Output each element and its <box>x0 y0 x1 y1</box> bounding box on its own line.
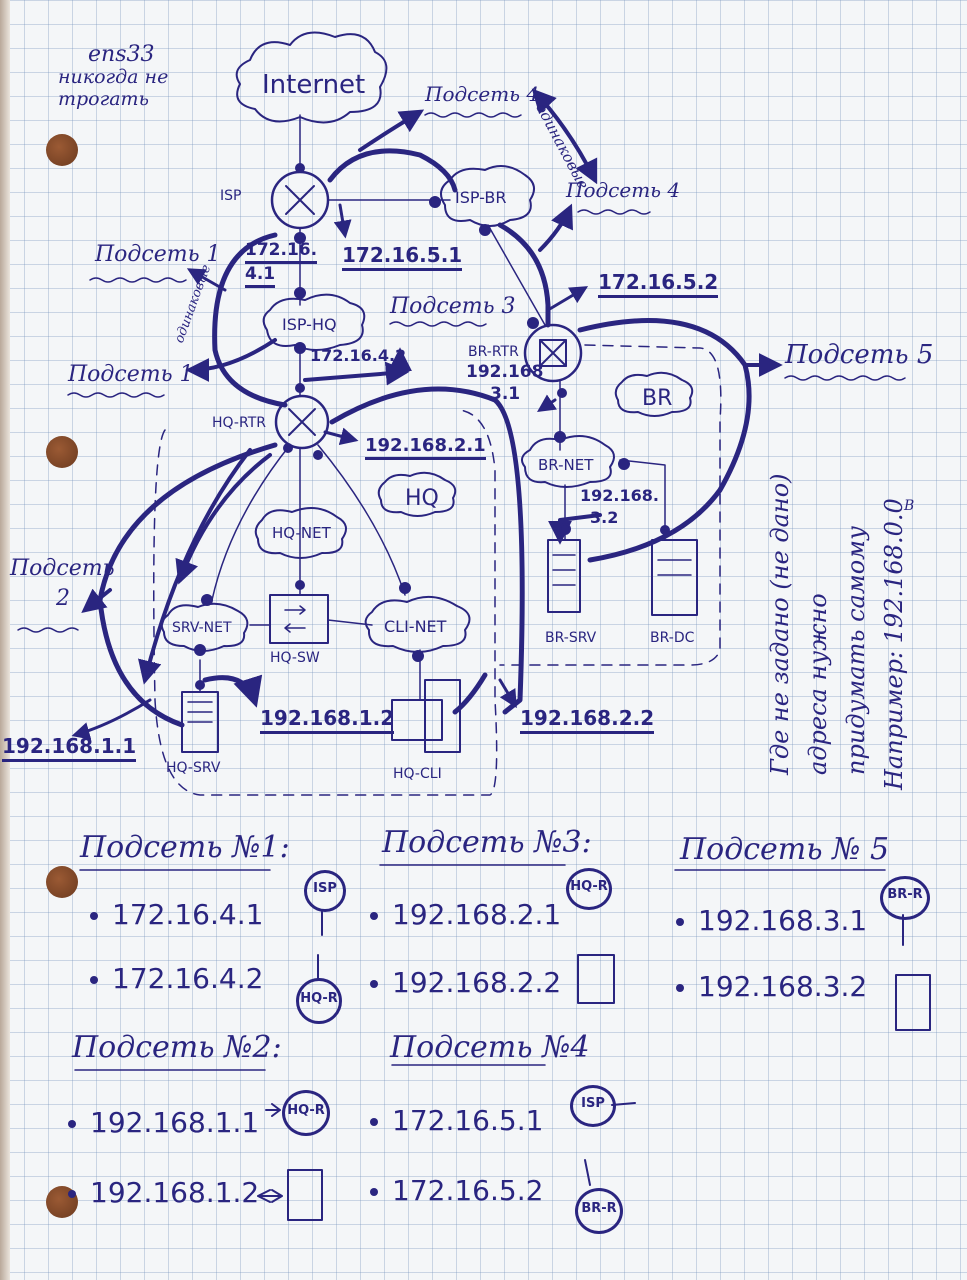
hq-cli-label: HQ-CLI <box>393 766 442 782</box>
isp-hq-cloud <box>262 293 366 351</box>
addr-hq-srv-gw: 192.168.1.1 <box>2 734 137 762</box>
hq-sw-label: HQ-SW <box>270 650 320 666</box>
addr-isp-hq-a: 172.16. <box>245 240 318 264</box>
hq-r-tag-circle-3: HQ-R <box>566 868 612 910</box>
note-ens33: ens33 <box>88 42 155 67</box>
subnet3-tag: Подсеть 3 <box>390 294 516 319</box>
br-site-label: BR <box>642 386 673 411</box>
subnet1-row-2: 172.16.4.2 <box>90 962 263 995</box>
addr-hq-wan: 172.16.4.2 <box>310 346 407 365</box>
side-note-line-3: придумать самому <box>842 526 870 775</box>
note-never-touch: никогда не трогать <box>58 66 169 110</box>
isp-router-label: ISP <box>220 188 242 204</box>
subnet4-tag-right: Подсеть 4 <box>566 178 681 202</box>
cli-net-cloud <box>364 595 471 653</box>
hq-site-label: HQ <box>405 486 439 511</box>
hq-label-cloud <box>377 471 457 517</box>
addr-br-srv-b: 3.2 <box>590 508 619 527</box>
addr-hq-cli: 192.168.2.2 <box>520 706 655 734</box>
binder-hole <box>46 134 78 166</box>
subnet5-row-1: 192.168.3.1 <box>676 904 867 937</box>
br-srv-label: BR-SRV <box>545 630 597 646</box>
hq-rtr-label: HQ-RTR <box>212 415 266 431</box>
isp-br-cloud <box>440 165 535 227</box>
addr-br-lan-a: 192.168 <box>466 362 544 382</box>
subnet3-row-1: 192.168.2.1 <box>370 898 561 931</box>
binder-hole <box>46 436 78 468</box>
paper-edge <box>0 0 10 1280</box>
br-label-cloud <box>614 371 694 417</box>
addr-br-srv-a: 192.168. <box>580 486 659 505</box>
addr-isp-hq-b: 4.1 <box>245 264 276 288</box>
isp-tag-circle-2: ISP <box>570 1085 616 1127</box>
addr-hq-srv: 192.168.1.2 <box>260 706 395 734</box>
br-r-tag-circle-2: BR-R <box>880 876 930 920</box>
subnet4-tag-top: Подсеть 4 <box>425 82 540 106</box>
subnet2-row-1: 192.168.1.1 <box>68 1106 259 1139</box>
srv-net-cloud <box>160 602 249 652</box>
hq-net-label: HQ-NET <box>272 524 331 542</box>
subnet2-row-2: 192.168.1.2 <box>68 1176 259 1209</box>
isp-br-label: ISP-BR <box>455 188 507 207</box>
subnet2-title: Подсеть №2: <box>72 1030 282 1065</box>
side-note-superscript: B <box>904 498 915 514</box>
subnet4-row-1: 172.16.5.1 <box>370 1104 543 1137</box>
internet-cloud <box>235 31 388 124</box>
subnet3-row-2: 192.168.2.2 <box>370 966 561 999</box>
cli-net-label: CLI-NET <box>384 617 447 636</box>
br-dc-label: BR-DC <box>650 630 695 646</box>
subnet1-title: Подсеть №1: <box>80 830 290 865</box>
side-note-line-4: Например: 192.168.0.0 <box>880 498 908 790</box>
subnet3-title: Подсеть №3: <box>382 825 592 860</box>
hq-r-tag-circle: HQ-R <box>296 978 342 1024</box>
binder-hole <box>46 866 78 898</box>
subnet1-tag-top: Подсеть 1 <box>95 242 221 267</box>
subnet2-tag: Подсеть <box>10 556 115 581</box>
subnet2-tag-number: 2 <box>56 586 70 611</box>
side-note-line-2: адреса нужно <box>804 593 832 775</box>
hq-r-tag-circle-2: HQ-R <box>282 1090 330 1136</box>
br-r-tag-circle: BR-R <box>575 1188 623 1234</box>
srv-net-label: SRV-NET <box>172 620 232 636</box>
subnet4-row-2: 172.16.5.2 <box>370 1174 543 1207</box>
hq-net-cloud <box>254 507 347 559</box>
subnet1-row-1: 172.16.4.1 <box>90 898 263 931</box>
isp-hq-label: ISP-HQ <box>282 315 337 334</box>
addr-isp-br: 172.16.5.1 <box>342 243 463 271</box>
side-note-line-1: Где не задано (не дано) <box>766 473 794 775</box>
isp-tag-circle: ISP <box>304 870 346 912</box>
subnet4-title: Подсеть №4 <box>390 1030 590 1065</box>
br-net-label: BR-NET <box>538 456 594 474</box>
internet-label: Internet <box>262 70 366 100</box>
br-rtr-label: BR-RTR <box>468 344 519 360</box>
addr-br-wan: 172.16.5.2 <box>598 270 719 298</box>
subnet5-title: Подсеть № 5 <box>680 832 890 867</box>
addr-hq-cli-gw: 192.168.2.1 <box>365 435 486 460</box>
subnet1-tag-left: Подсеть 1 <box>68 362 194 387</box>
hq-srv-label: HQ-SRV <box>166 760 221 776</box>
subnet5-row-2: 192.168.3.2 <box>676 970 867 1003</box>
addr-br-lan-b: 3.1 <box>490 384 521 404</box>
subnet5-tag: Подсеть 5 <box>785 340 934 370</box>
